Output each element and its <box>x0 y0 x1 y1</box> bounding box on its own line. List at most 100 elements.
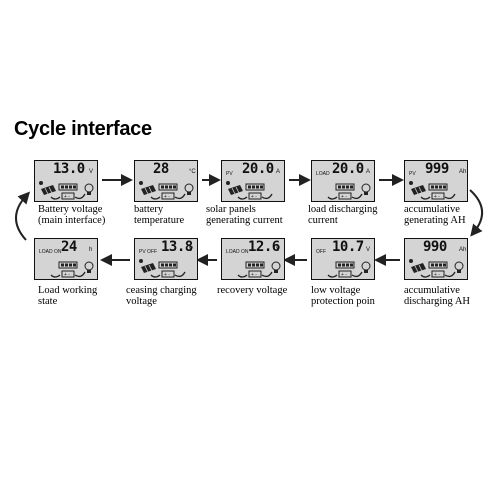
caption-line: battery <box>134 204 164 215</box>
caption-line: ceasing charging <box>126 285 197 296</box>
solar-panel-icon <box>409 181 426 195</box>
lcd-mode-label: PV <box>409 171 416 177</box>
battery-icon: + - <box>58 183 78 200</box>
svg-text:+ -: + - <box>164 194 170 200</box>
bulb-icon <box>84 183 94 195</box>
lcd-value: 20.0 <box>332 161 364 177</box>
bulb-icon <box>271 261 281 273</box>
solar-panel-icon <box>139 181 156 195</box>
caption-line: generating AH <box>404 215 466 226</box>
lcd-unit: Ah <box>459 247 467 253</box>
curved-arrow-left <box>15 191 31 241</box>
lcd-unit: °C <box>189 169 196 175</box>
lcd-unit: V <box>189 247 194 253</box>
battery-icon: + - <box>428 183 448 200</box>
bulb-icon <box>454 261 464 273</box>
svg-text:+ -: + - <box>251 272 257 278</box>
battery-icon: + - <box>245 183 265 200</box>
svg-text:+ -: + - <box>434 272 440 278</box>
lcd-panel-t1: 28 °C + - <box>134 160 198 202</box>
battery-icon: + - <box>335 261 355 278</box>
lcd-unit: h <box>89 247 93 253</box>
lcd-mode-label: PV OFF <box>139 249 158 255</box>
lcd-unit: A <box>366 169 371 175</box>
lcd-unit: Ah <box>459 169 467 175</box>
battery-icon: + - <box>158 183 178 200</box>
battery-icon: + - <box>158 261 178 278</box>
caption-line: state <box>38 296 58 307</box>
curved-arrow-right <box>469 189 483 237</box>
lcd-mode-label: LOAD ON <box>39 249 62 255</box>
solar-panel-icon <box>39 181 56 195</box>
caption-line: low voltage <box>311 285 361 296</box>
lcd-mode-label: OFF <box>316 249 326 255</box>
svg-text:+ -: + - <box>341 272 347 278</box>
solar-panel-icon <box>409 259 426 273</box>
caption-line: accumulative <box>404 285 460 296</box>
bulb-icon <box>361 261 371 273</box>
svg-text:+ -: + - <box>64 272 70 278</box>
caption-line: discharging AH <box>404 296 471 307</box>
caption-line: accumulative <box>404 204 460 215</box>
lcd-value: 999 <box>425 161 449 177</box>
lcd-value: 990 <box>423 239 447 255</box>
diagram-title: Cycle interface <box>14 118 152 140</box>
caption-line: current <box>308 215 338 226</box>
lcd-value: 13.8 <box>161 239 193 255</box>
caption-line: recovery voltage <box>217 285 288 296</box>
caption-line: solar panels <box>206 204 256 215</box>
battery-icon: + - <box>58 261 78 278</box>
lcd-value: 24 <box>61 239 77 255</box>
lcd-value: 28 <box>153 161 169 177</box>
panel-caption: Battery voltage(main interface) <box>38 204 105 226</box>
lcd-unit: V <box>366 247 371 253</box>
battery-icon: + - <box>335 183 355 200</box>
bulb-icon <box>361 183 371 195</box>
lcd-value: 10.7 <box>332 239 364 255</box>
lcd-unit: V <box>89 169 94 175</box>
lcd-mode-label: LOAD ON <box>226 249 249 255</box>
caption-line: load discharging <box>308 204 378 215</box>
battery-icon: + - <box>245 261 265 278</box>
solar-panel-icon <box>226 181 243 195</box>
svg-text:+ -: + - <box>164 272 170 278</box>
bulb-icon <box>184 183 194 195</box>
lcd-mode-label: LOAD <box>316 171 330 177</box>
svg-text:+ -: + - <box>251 194 257 200</box>
svg-text:+ -: + - <box>434 194 440 200</box>
battery-icon: + - <box>428 261 448 278</box>
lcd-value: 13.0 <box>53 161 85 177</box>
svg-text:+ -: + - <box>341 194 347 200</box>
caption-line: voltage <box>126 296 157 307</box>
lcd-unit: A <box>276 169 281 175</box>
lcd-mode-label: PV <box>226 171 233 177</box>
caption-line: Load working <box>38 285 98 296</box>
caption-line: temperature <box>134 215 185 226</box>
caption-line: protection poin <box>311 296 375 307</box>
svg-text:+ -: + - <box>64 194 70 200</box>
solar-panel-icon <box>139 259 156 273</box>
lcd-value: 12.6 <box>248 239 280 255</box>
lcd-value: 20.0 <box>242 161 274 177</box>
caption-line: generating current <box>206 215 283 226</box>
lcd-unit: V <box>276 247 281 253</box>
caption-line: (main interface) <box>38 215 106 226</box>
panel-caption: recovery voltage <box>217 285 287 296</box>
